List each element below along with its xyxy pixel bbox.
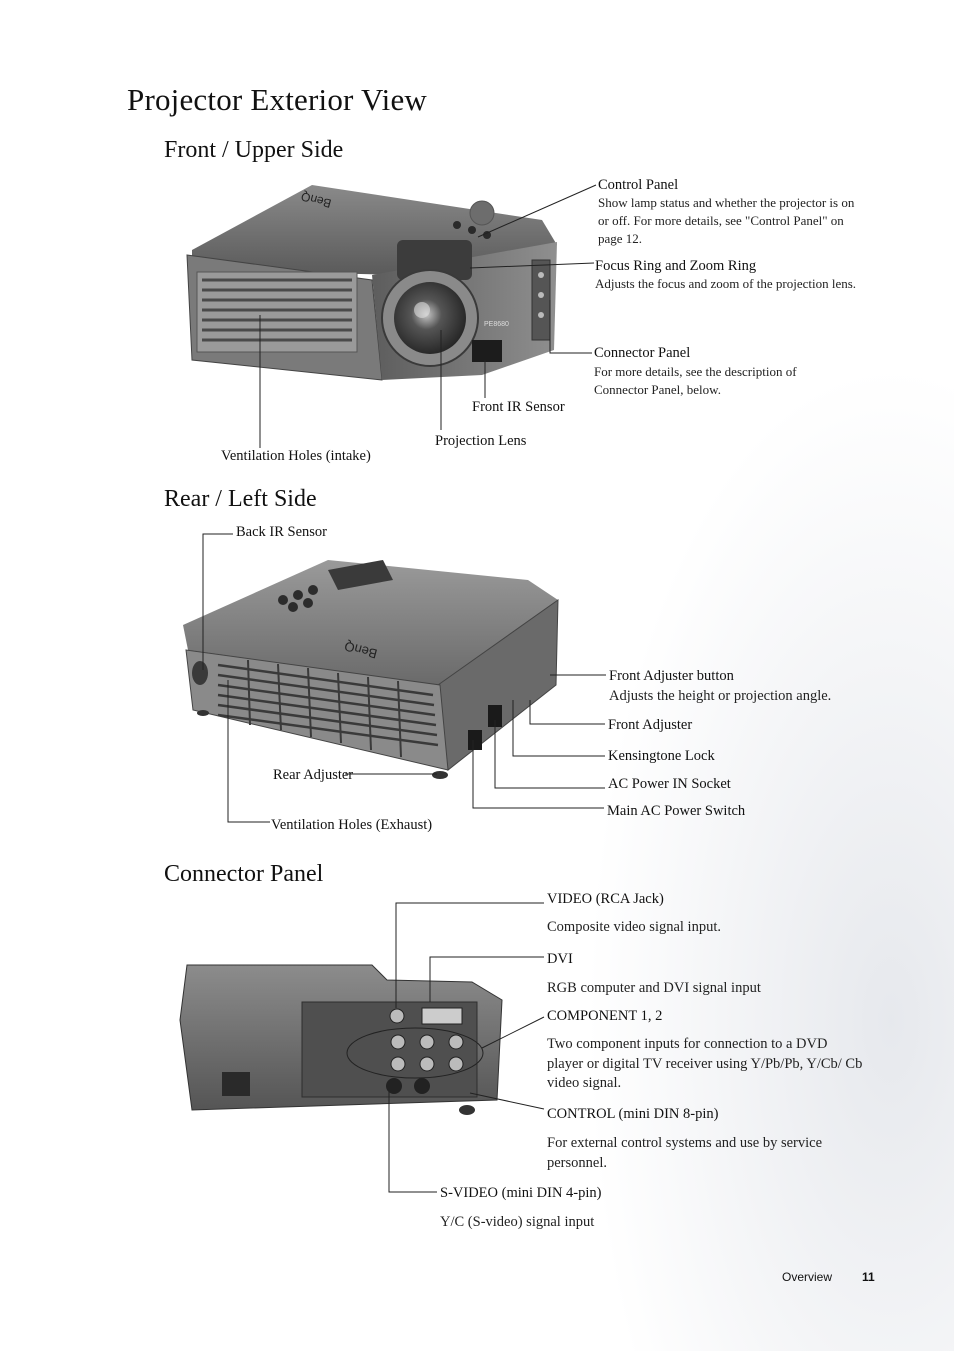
label-rear-adjuster: Rear Adjuster	[273, 767, 354, 783]
desc-svideo: Y/C (S-video) signal input	[440, 1214, 595, 1230]
desc-control-panel: Show lamp status and whether the project…	[598, 195, 855, 246]
label-projection-lens: Projection Lens	[435, 433, 527, 449]
section-heading-connector: Connector Panel	[164, 861, 324, 887]
projector-rear-photo: BenQ	[183, 560, 559, 779]
label-front-adjuster-button: Front Adjuster button	[609, 668, 734, 684]
label-ac-power-socket: AC Power IN Socket	[608, 776, 731, 792]
desc-video-rca: Composite video signal input.	[547, 919, 721, 935]
desc-component: Two component inputs for connection to a…	[547, 1036, 863, 1091]
desc-front-adjuster-button: Adjusts the height or projection angle.	[609, 688, 832, 704]
connector-panel-photo	[179, 964, 503, 1115]
label-ventilation-intake: Ventilation Holes (intake)	[221, 448, 371, 464]
label-front-ir-sensor: Front IR Sensor	[472, 399, 565, 415]
label-kensington-lock: Kensingtone Lock	[608, 748, 715, 764]
label-front-adjuster: Front Adjuster	[608, 717, 693, 733]
label-control-din8: CONTROL (mini DIN 8-pin)	[547, 1106, 719, 1122]
desc-dvi: RGB computer and DVI signal input	[547, 980, 761, 996]
label-video-rca: VIDEO (RCA Jack)	[547, 891, 664, 907]
label-focus-zoom-ring: Focus Ring and Zoom Ring	[595, 258, 757, 274]
projector-front-photo: BenQ PE8680	[186, 185, 557, 381]
projector-model-label: PE8680	[484, 321, 509, 328]
desc-control-din8: For external control systems and use by …	[547, 1135, 823, 1171]
footer-section: Overview	[782, 1270, 833, 1284]
label-svideo: S-VIDEO (mini DIN 4-pin)	[440, 1185, 602, 1201]
label-control-panel: Control Panel	[598, 177, 679, 193]
desc-connector-panel-front: For more details, see the description of…	[594, 364, 797, 397]
section-heading-front: Front / Upper Side	[164, 137, 344, 163]
label-main-ac-switch: Main AC Power Switch	[607, 803, 746, 819]
label-ventilation-exhaust: Ventilation Holes (Exhaust)	[271, 817, 433, 833]
label-dvi: DVI	[547, 951, 573, 967]
label-connector-panel-front: Connector Panel	[594, 345, 691, 361]
label-component: COMPONENT 1, 2	[547, 1008, 663, 1024]
label-back-ir-sensor: Back IR Sensor	[236, 524, 328, 540]
desc-focus-zoom-ring: Adjusts the focus and zoom of the projec…	[595, 276, 857, 291]
page-title: Projector Exterior View	[127, 82, 428, 117]
page-number: 11	[862, 1270, 875, 1284]
section-heading-rear: Rear / Left Side	[164, 486, 317, 512]
